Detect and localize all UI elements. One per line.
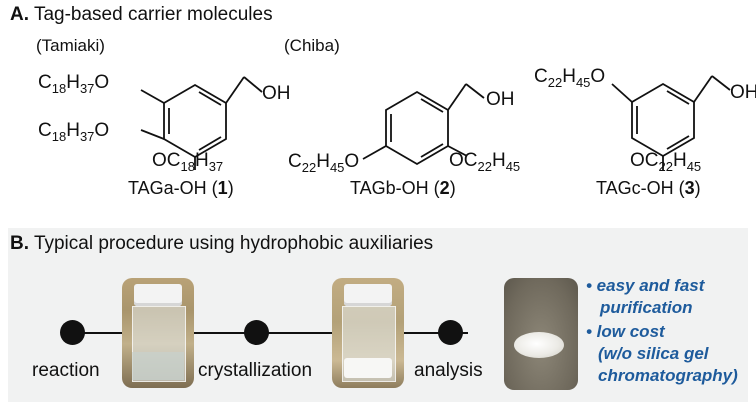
author-chiba: (Chiba) [284, 36, 340, 55]
mol3-name: TAGc-OH ( [596, 178, 685, 198]
vial-precipitate [344, 358, 392, 378]
flow-line [78, 332, 468, 334]
step-dot-reaction [60, 320, 85, 345]
mol2-oh: OH [486, 89, 515, 110]
step-label-analysis: analysis [414, 360, 483, 381]
bullet-easy: • easy and fast [586, 276, 705, 295]
section-b-letter: B. [10, 233, 29, 254]
mol1-close: ) [227, 178, 234, 198]
ring-1 [140, 76, 263, 170]
mol1-number: 1 [217, 178, 228, 198]
bullet-purification: purification [600, 298, 693, 317]
section-b-panel: B. Typical procedure using hydrophobic a… [8, 228, 748, 402]
mol2-subst-b: OC22H45 [449, 150, 520, 174]
vial-liquid [132, 352, 184, 380]
ring-2 [362, 83, 485, 166]
mol3-close: ) [694, 178, 701, 198]
step-dot-crystallization [244, 320, 269, 345]
step-label-reaction: reaction [32, 360, 100, 381]
ring-3 [611, 75, 731, 170]
section-b-title: B. Typical procedure using hydrophobic a… [10, 233, 433, 255]
powder-pile [514, 332, 564, 358]
section-a-title: A. Tag-based carrier molecules [10, 4, 273, 26]
section-a-text: Tag-based carrier molecules [33, 4, 273, 25]
bullet-low-cost: • low cost [586, 322, 665, 341]
bullet-wo-silica: (w/o silica gel [598, 344, 709, 363]
mol3-subst-a: C22H45O [534, 66, 605, 90]
mol1-name: TAGa-OH ( [128, 178, 218, 198]
mol3-number: 3 [684, 178, 695, 198]
mol3-oh: OH [730, 82, 756, 103]
caption-mol-2: TAGb-OH (2) [350, 178, 456, 199]
mol2-subst-a: C22H45O [288, 151, 359, 175]
caption-mol-3: TAGc-OH (3) [596, 178, 701, 199]
section-b-text: Typical procedure using hydrophobic auxi… [33, 233, 434, 254]
mol2-close: ) [449, 178, 456, 198]
mol1-subst-b: C18H37O [38, 120, 109, 144]
structures-svg: C18H37O C18H37O OC18H37 OH OH C22H45O OC… [38, 66, 756, 175]
vial-cap [134, 284, 182, 306]
mol2-name: TAGb-OH ( [350, 178, 440, 198]
step-label-crystallization: crystallization [198, 360, 313, 381]
caption-mol-1: TAGa-OH (1) [128, 178, 234, 199]
vial-crystallization-photo [332, 278, 404, 388]
mol1-subst-a: C18H37O [38, 72, 109, 96]
vial-reaction-photo [122, 278, 194, 388]
author-tamiaki: (Tamiaki) [36, 36, 105, 55]
mol1-oh: OH [262, 83, 291, 104]
vial-cap [344, 284, 392, 306]
powder-photo [504, 278, 578, 390]
section-a-letter: A. [10, 4, 29, 25]
step-dot-analysis [438, 320, 463, 345]
bullet-chromatography: chromatography) [598, 366, 738, 385]
mol2-number: 2 [439, 178, 450, 198]
